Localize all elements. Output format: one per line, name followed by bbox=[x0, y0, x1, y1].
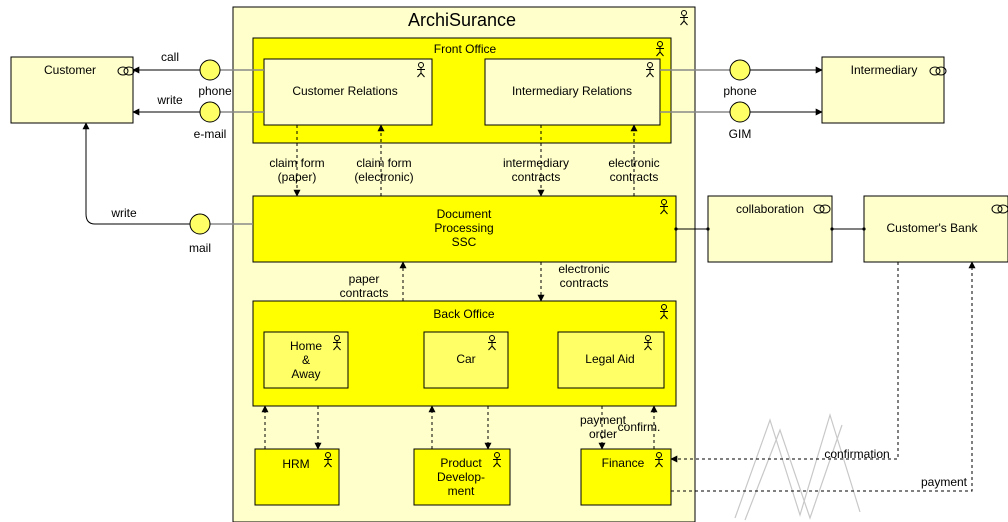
intermediary-relations-label: Intermediary Relations bbox=[511, 84, 633, 98]
front-office-label: Front Office bbox=[433, 42, 497, 56]
customer-label: Customer bbox=[43, 63, 96, 77]
product-development-label: Product Develop- ment bbox=[436, 456, 486, 498]
claim-electronic-label: claim form (electronic) bbox=[354, 156, 414, 184]
phone-left-label: phone bbox=[198, 84, 232, 98]
gim-label: GIM bbox=[728, 127, 752, 141]
back-office-label: Back Office bbox=[433, 307, 495, 321]
home-away-label: Home & Away bbox=[289, 339, 322, 381]
mail-label: mail bbox=[188, 241, 211, 255]
email-interface[interactable] bbox=[199, 101, 221, 123]
customer-box[interactable] bbox=[10, 56, 134, 124]
page-title: ArchiSurance bbox=[408, 10, 517, 30]
write-mail-label: write bbox=[111, 206, 137, 220]
phone-interface-right[interactable] bbox=[729, 59, 751, 81]
payment-flow bbox=[671, 261, 976, 492]
finance-label: Finance bbox=[601, 456, 645, 470]
paper-contracts-label: paper contracts bbox=[339, 272, 389, 300]
document-processing-box[interactable] bbox=[252, 195, 677, 263]
hrm-box[interactable] bbox=[254, 448, 340, 506]
collaboration-box[interactable] bbox=[707, 195, 833, 263]
electronic-contracts-mid-label: electronic contracts bbox=[558, 262, 610, 290]
phone-right-label: phone bbox=[723, 84, 757, 98]
electronic-contracts-top-label: electronic contracts bbox=[608, 156, 660, 184]
document-processing-label: Document Processing SSC bbox=[434, 207, 494, 249]
customer-relations-box[interactable] bbox=[263, 58, 433, 126]
payment-order-label: payment order bbox=[579, 413, 627, 441]
home-away-box[interactable] bbox=[263, 331, 349, 389]
confirmation-flow bbox=[670, 262, 899, 463]
write-mail-flow bbox=[82, 122, 190, 225]
call-label: call bbox=[160, 50, 179, 64]
confirm-label: confirm. bbox=[617, 420, 661, 434]
car-box[interactable] bbox=[423, 331, 509, 389]
intermediary-box[interactable] bbox=[821, 56, 945, 124]
hrm-label: HRM bbox=[282, 457, 310, 471]
mail-interface[interactable] bbox=[189, 213, 211, 235]
legal-aid-label: Legal Aid bbox=[585, 352, 635, 366]
product-development-box[interactable] bbox=[413, 448, 511, 506]
car-label: Car bbox=[456, 352, 476, 366]
finance-box[interactable] bbox=[580, 448, 672, 506]
claim-paper-label: claim form (paper) bbox=[269, 156, 325, 184]
customer-relations-label: Customer Relations bbox=[292, 84, 398, 98]
gim-interface[interactable] bbox=[729, 101, 751, 123]
collaboration-label: collaboration bbox=[735, 202, 805, 216]
payment-label: payment bbox=[920, 475, 968, 489]
customers-bank-label: Customer's Bank bbox=[886, 221, 978, 235]
email-label: e-mail bbox=[193, 127, 227, 141]
legal-aid-box[interactable] bbox=[557, 331, 665, 389]
intermediary-label: Intermediary bbox=[850, 63, 918, 77]
watermark bbox=[734, 412, 861, 521]
intermediary-relations-box[interactable] bbox=[484, 58, 661, 126]
confirmation-label: confirmation bbox=[824, 447, 890, 461]
phone-interface-left[interactable] bbox=[199, 59, 221, 81]
intermediary-contracts-label: intermediary contracts bbox=[502, 156, 570, 184]
write-top-label: write bbox=[157, 93, 183, 107]
